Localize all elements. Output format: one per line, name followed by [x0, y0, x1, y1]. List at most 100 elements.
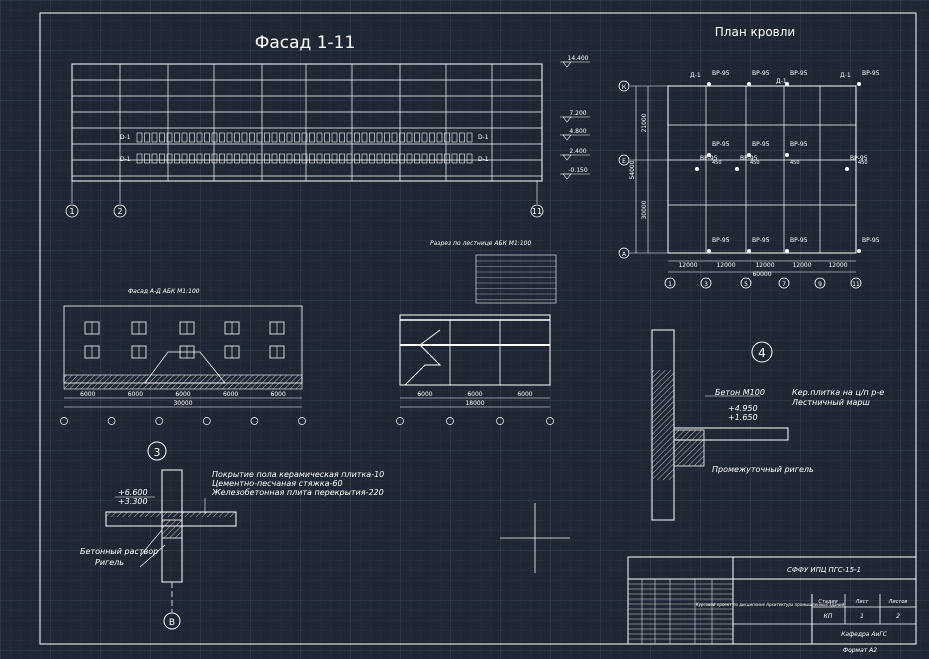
window-pane	[301, 132, 308, 143]
axis-label: 11	[852, 281, 860, 288]
window-pane	[144, 153, 150, 164]
total-dimension: 30000	[173, 400, 192, 407]
drain-label: ВР-95	[790, 141, 808, 148]
window-pane	[339, 132, 345, 143]
window-pane	[309, 132, 315, 143]
span-dimension: 12000	[792, 262, 811, 269]
span-dimension: 12000	[716, 262, 735, 269]
window-pane	[271, 132, 278, 143]
window-pane	[226, 132, 233, 143]
span-dimension: 6000	[80, 391, 95, 398]
drain-funnel-icon	[707, 153, 711, 157]
level-mark: +3.300	[118, 497, 148, 506]
axis-bubble	[107, 417, 116, 425]
window-pane	[256, 153, 263, 164]
window-pane	[466, 132, 473, 143]
window-pane	[286, 153, 293, 164]
level-marker-icon	[562, 116, 572, 123]
drain-funnel-icon	[747, 249, 751, 253]
span-dimension: 12000	[755, 262, 774, 269]
axis-label: 1	[69, 207, 74, 216]
window-pane	[264, 153, 270, 164]
drain-label: ВР-95	[790, 70, 808, 77]
drain-funnel-icon	[747, 153, 751, 157]
drain-funnel-icon	[845, 167, 849, 171]
document-code: СФФУ ИПЦ ПГС-15-1	[787, 566, 861, 574]
drain-funnel-icon	[707, 82, 711, 86]
level-mark: -0.150	[568, 167, 588, 174]
window-pane	[391, 132, 398, 143]
axis-label: 2	[117, 207, 122, 216]
axis-bubble	[446, 417, 454, 425]
slope-label: 450	[712, 160, 722, 166]
drain-label: ВР-95	[712, 141, 730, 148]
axis-bubble	[664, 277, 676, 289]
axis-bubble	[850, 277, 862, 289]
slope-label: 450	[790, 160, 800, 166]
drain-label: ВР-95	[862, 237, 880, 244]
window-pane	[331, 132, 338, 143]
axis-label: 1	[668, 281, 672, 288]
window-pane	[279, 153, 285, 164]
axis-label: А	[622, 251, 627, 258]
window-pane	[189, 153, 195, 164]
window-pane	[166, 132, 173, 143]
drain-funnel-icon	[785, 153, 789, 157]
axis-label: 3	[704, 281, 708, 288]
level-marker-icon	[562, 61, 572, 68]
node-4-label: Промежуточный ригель	[712, 465, 814, 474]
window-pane	[414, 132, 420, 143]
window-pane	[151, 153, 158, 164]
window-pane	[406, 132, 413, 143]
span-dimension: 6000	[271, 391, 286, 398]
node-4: 4 Бетон М100 Кер.плитка на ц/п р-е Лестн…	[651, 329, 884, 521]
window-pane	[159, 132, 165, 143]
drain-funnel-icon	[707, 249, 711, 253]
window-pane	[399, 153, 405, 164]
window-pane	[151, 132, 158, 143]
node-4-label: Лестничный марш	[791, 398, 870, 407]
axis-bubble	[298, 417, 306, 425]
node-3-number: 3	[154, 446, 161, 459]
drain-label: ВР-95	[850, 155, 868, 162]
level-mark: +4.950	[728, 404, 758, 413]
window-pane	[301, 153, 308, 164]
node-3-axis: В	[169, 618, 175, 628]
window-pane	[429, 132, 435, 143]
drain-funnel-icon	[857, 249, 861, 253]
axis-bubble	[202, 417, 211, 425]
window-pane	[234, 132, 240, 143]
window-pane	[444, 132, 450, 143]
drain-label: ВР-95	[752, 70, 770, 77]
window-pane	[414, 153, 420, 164]
window-pane	[384, 153, 390, 164]
sheet-format: Формат А2	[843, 647, 877, 654]
window-pane	[196, 132, 203, 143]
drain-label: ВР-95	[752, 141, 770, 148]
window-pane	[421, 132, 428, 143]
span-dimension: 6000	[467, 391, 482, 398]
level-mark: 4.800	[569, 128, 586, 135]
slope-label: 450	[750, 160, 760, 166]
window-pane	[361, 153, 368, 164]
axis-bubble	[618, 154, 630, 166]
window-pane	[159, 153, 165, 164]
level-marker-icon	[562, 173, 572, 180]
window-pane	[391, 153, 398, 164]
window-pane	[294, 153, 300, 164]
window-pane	[331, 153, 338, 164]
drain-funnel-icon	[857, 82, 861, 86]
roof-tag: Д-1	[840, 72, 851, 79]
window-pane	[294, 132, 300, 143]
window-pane	[279, 132, 285, 143]
section-abk-title: Разрез по лестнице АБК М1:100	[430, 240, 531, 247]
vertical-dimension: 30000	[641, 200, 648, 219]
window-pane	[204, 153, 210, 164]
level-mark: 2.400	[569, 148, 586, 155]
window-pane	[189, 132, 195, 143]
